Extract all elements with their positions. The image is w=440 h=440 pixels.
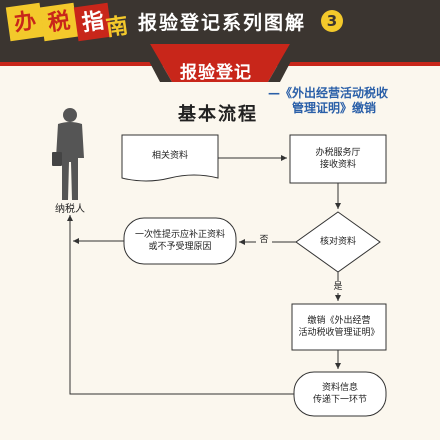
doc-label: 相关资料	[151, 151, 188, 161]
notify-line-1: 一次性提示应补正资料	[134, 230, 225, 240]
arrow-pass-to-taxpayer	[67, 215, 294, 395]
section-title: 报验登记	[180, 63, 252, 83]
check-label: 核对资料	[319, 237, 356, 247]
pass-label: 资料信息 传递下一环节	[294, 382, 386, 406]
cancel-line-2: 活动税收管理证明》	[298, 328, 380, 338]
hall-line-2: 接收资料	[319, 160, 356, 170]
cancel-label: 缴销《外出经营 活动税收管理证明》	[292, 315, 386, 339]
pass-line-1: 资料信息	[321, 383, 358, 393]
cancel-certificate-box	[291, 303, 387, 351]
yes-label: 是	[330, 281, 346, 293]
hall-label: 办税服务厅 接收资料	[290, 147, 386, 171]
taxpayer-person-icon	[52, 108, 84, 200]
section-subtitle: —《外出经营活动税收 管理证明》缴销	[268, 86, 438, 116]
subtitle-line-2: 管理证明》缴销	[292, 101, 377, 115]
notify-label: 一次性提示应补正资料 或不予受理原因	[124, 229, 236, 253]
hall-line-1: 办税服务厅	[315, 148, 361, 158]
notify-line-2: 或不予受理原因	[148, 242, 212, 252]
taxpayer-label: 纳税人	[55, 204, 85, 215]
series-number-badge: 3	[321, 10, 343, 32]
pass-line-2: 传递下一环节	[312, 395, 367, 405]
hall-receive-box	[289, 134, 387, 184]
document-node	[121, 134, 219, 182]
section-banner	[0, 44, 440, 82]
cancel-line-1: 缴销《外出经营	[307, 316, 371, 326]
subtitle-line-1: —《外出经营活动税收	[268, 86, 389, 100]
series-title: 报验登记系列图解	[138, 12, 307, 34]
flow-title: 基本流程	[178, 104, 258, 125]
no-label: 否	[256, 234, 272, 246]
